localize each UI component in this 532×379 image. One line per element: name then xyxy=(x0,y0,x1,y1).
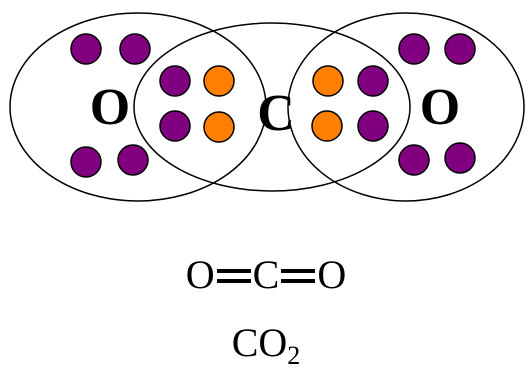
atom-symbol-oxygen-right: O xyxy=(420,79,460,136)
oxygen-left-shell xyxy=(9,12,267,202)
carbon-shell xyxy=(133,22,411,192)
electron-oxygen-right xyxy=(444,142,476,174)
electron-oxygen-left xyxy=(70,146,102,178)
molecular-formula-base: CO xyxy=(231,320,288,365)
electron-dot-diagram: O C O xyxy=(9,12,525,202)
electron-oxygen-left xyxy=(70,33,102,65)
electron-oxygen-right-shared xyxy=(357,110,389,142)
electron-carbon-shared xyxy=(203,111,235,143)
double-bond-right xyxy=(281,268,316,283)
electron-oxygen-right xyxy=(444,33,476,65)
structural-formula-oxygen-right: O xyxy=(317,252,347,297)
molecular-formula: CO2 xyxy=(0,320,532,370)
double-bond-left xyxy=(216,268,251,283)
structural-formula-oxygen-left: O xyxy=(185,252,215,297)
electron-oxygen-right-shared xyxy=(357,65,389,97)
structural-formula-carbon: C xyxy=(252,252,280,297)
oxygen-right-shell xyxy=(287,12,525,202)
molecular-formula-subscript: 2 xyxy=(287,341,301,370)
electron-oxygen-left-shared xyxy=(159,110,191,142)
atom-symbol-oxygen-left: O xyxy=(90,79,130,136)
electron-oxygen-right xyxy=(398,33,430,65)
electron-carbon-shared xyxy=(312,65,344,97)
electron-carbon-shared xyxy=(203,65,235,97)
electron-oxygen-left xyxy=(119,33,151,65)
electron-carbon-shared xyxy=(311,110,343,142)
electron-oxygen-left-shared xyxy=(159,65,191,97)
electron-oxygen-left xyxy=(117,144,149,176)
atom-symbol-carbon: C xyxy=(257,85,295,142)
electron-oxygen-right xyxy=(398,144,430,176)
